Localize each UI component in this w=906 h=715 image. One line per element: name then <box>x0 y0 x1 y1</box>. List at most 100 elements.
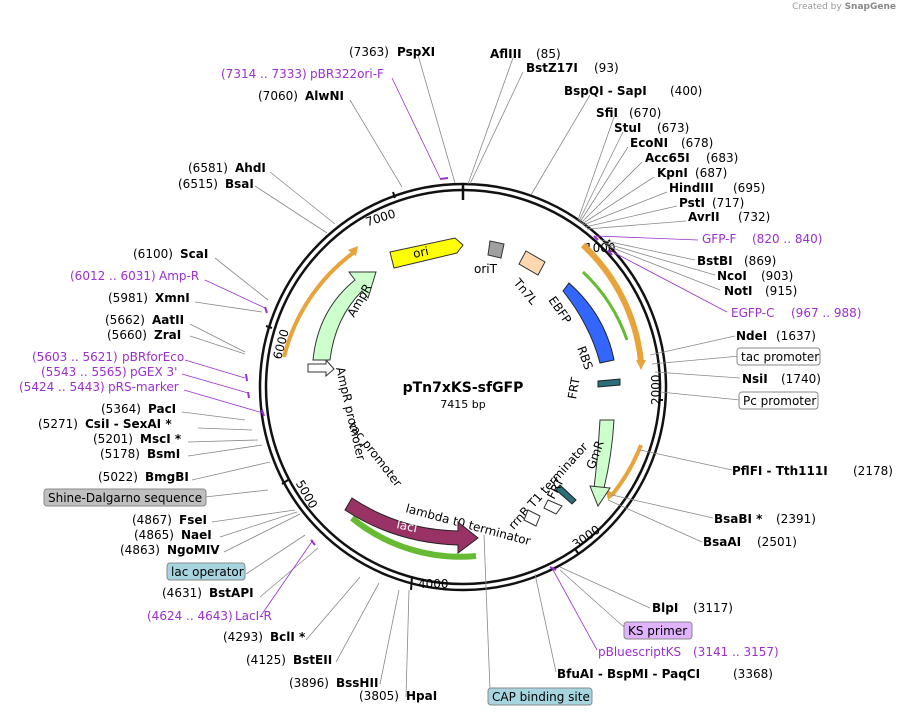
feature-tn7l-label: Tn7L <box>510 275 540 307</box>
feature-laci[interactable] <box>344 497 479 554</box>
ks-primer-box-label: KS primer <box>628 624 687 638</box>
site-number: (2501) <box>757 535 797 549</box>
tick-mark-1000 <box>605 239 611 245</box>
site-number: (5178) <box>100 447 140 461</box>
arc-sfgfp-head <box>636 360 646 370</box>
site-name: CsiI - SexAI * <box>85 417 172 431</box>
shine-dalgarno-box <box>43 488 207 507</box>
site-number: (6581) <box>188 161 228 175</box>
feature-ampr[interactable] <box>312 271 377 361</box>
tac-promoter-box-label: tac promoter <box>741 350 819 364</box>
connector-line <box>184 359 246 379</box>
credit-prefix: Created by <box>792 2 842 12</box>
connector-line <box>579 146 629 223</box>
site-name: BmgBI <box>145 470 189 484</box>
connector-line <box>651 355 741 365</box>
feature-rrnb-terminator[interactable] <box>543 499 563 515</box>
primer-mark <box>247 391 250 399</box>
site-name: BsaBI * <box>714 512 763 526</box>
feature-tn7l[interactable] <box>518 250 546 276</box>
connector-line <box>254 185 328 234</box>
connector-line <box>189 335 246 355</box>
arc-sfgfp-region <box>580 242 644 363</box>
site-name: NaeI <box>181 528 212 542</box>
right-site-labels: AflIII(85) BstZ17I(93) BspQI - SapI(400)… <box>490 47 893 681</box>
arc-gold-gmr-head <box>606 490 616 500</box>
site-number: (695) <box>733 181 765 195</box>
connector-line <box>191 461 271 481</box>
site-name: NgoMIV <box>167 543 220 557</box>
connector-line <box>181 373 249 394</box>
feature-orit[interactable] <box>487 240 505 259</box>
connector-line <box>187 444 263 457</box>
site-number: (915) <box>765 284 797 298</box>
feature-ebfp[interactable] <box>562 282 615 364</box>
site-number: (5271) <box>38 417 78 431</box>
primer-number: (820 .. 840) <box>752 232 822 246</box>
outer-arcs <box>282 242 646 560</box>
connector-line <box>595 235 699 241</box>
connector-line <box>607 499 703 543</box>
feature-frt-lower[interactable] <box>555 484 577 505</box>
primer-name: pBluescriptKS <box>598 645 681 659</box>
connector-line <box>211 509 296 523</box>
connector-line <box>305 576 361 641</box>
site-name: PspXI <box>397 45 435 59</box>
site-name: StuI <box>614 121 641 135</box>
site-number: (3896) <box>289 676 329 690</box>
arc-gold-ampr-head <box>348 246 358 256</box>
connector-line <box>534 573 557 673</box>
primer-mark <box>549 566 557 571</box>
feature-frt-upper-label: FRT <box>565 376 583 400</box>
primer-mark <box>264 306 268 314</box>
primer-number: (5543 .. 5565) <box>41 365 127 379</box>
primer-mark <box>245 373 248 382</box>
feature-ampr-promoter-label: AmpR promoter <box>333 366 368 462</box>
connector-line <box>259 547 319 598</box>
site-name: ZraI <box>154 328 181 342</box>
connector-line <box>223 513 301 553</box>
connector-line <box>559 569 626 629</box>
site-name: Acc65I <box>645 151 690 165</box>
cap-binding-box-label: CAP binding site <box>492 690 590 704</box>
connector-line <box>654 371 741 379</box>
tick-mark-7000 <box>392 191 396 199</box>
site-number: (717) <box>712 196 744 210</box>
site-name: KpnI <box>657 166 688 180</box>
feature-ori[interactable] <box>389 237 464 269</box>
site-number: (400) <box>670 84 702 98</box>
tick-label-2000: 2000 <box>649 374 663 405</box>
site-number: (4865) <box>134 528 174 542</box>
site-name: BstAPI <box>209 586 254 600</box>
connector-line <box>600 239 696 261</box>
site-name: PacI <box>148 402 176 416</box>
connector-line <box>204 489 269 498</box>
feature-lambda-terminator[interactable] <box>523 509 541 527</box>
connector-line <box>559 566 651 609</box>
arc-gold-ampr <box>282 251 355 358</box>
site-name: BstZ17I <box>526 61 578 75</box>
tick-label-7000: 7000 <box>364 206 397 229</box>
site-name: NsiI <box>742 372 768 386</box>
site-number: (85) <box>536 47 561 61</box>
site-name: AvrII <box>688 210 720 224</box>
primer-name: pBR322ori-F <box>310 67 384 81</box>
connector-line <box>582 191 668 226</box>
connector-line <box>581 176 655 225</box>
plasmid-name: pTn7xKS-sfGFP <box>403 380 524 396</box>
feature-frt-upper[interactable] <box>597 378 621 388</box>
site-name: AhdI <box>235 161 266 175</box>
connector-line <box>611 494 714 519</box>
site-number: (1637) <box>776 329 816 343</box>
connector-line <box>197 427 253 431</box>
connector-line <box>259 539 314 618</box>
site-name: BlpI <box>652 601 678 615</box>
feature-rrnb-label: rrnB T1 terminator <box>506 440 591 532</box>
arc-green-upper <box>581 270 629 341</box>
connector-line <box>391 77 441 179</box>
primer-number: (7314 .. 7333) <box>221 67 307 81</box>
connector-line <box>349 99 403 188</box>
connector-line <box>639 449 733 471</box>
pc-promoter-box <box>738 391 819 410</box>
feature-ampr-promoter[interactable] <box>307 358 335 378</box>
